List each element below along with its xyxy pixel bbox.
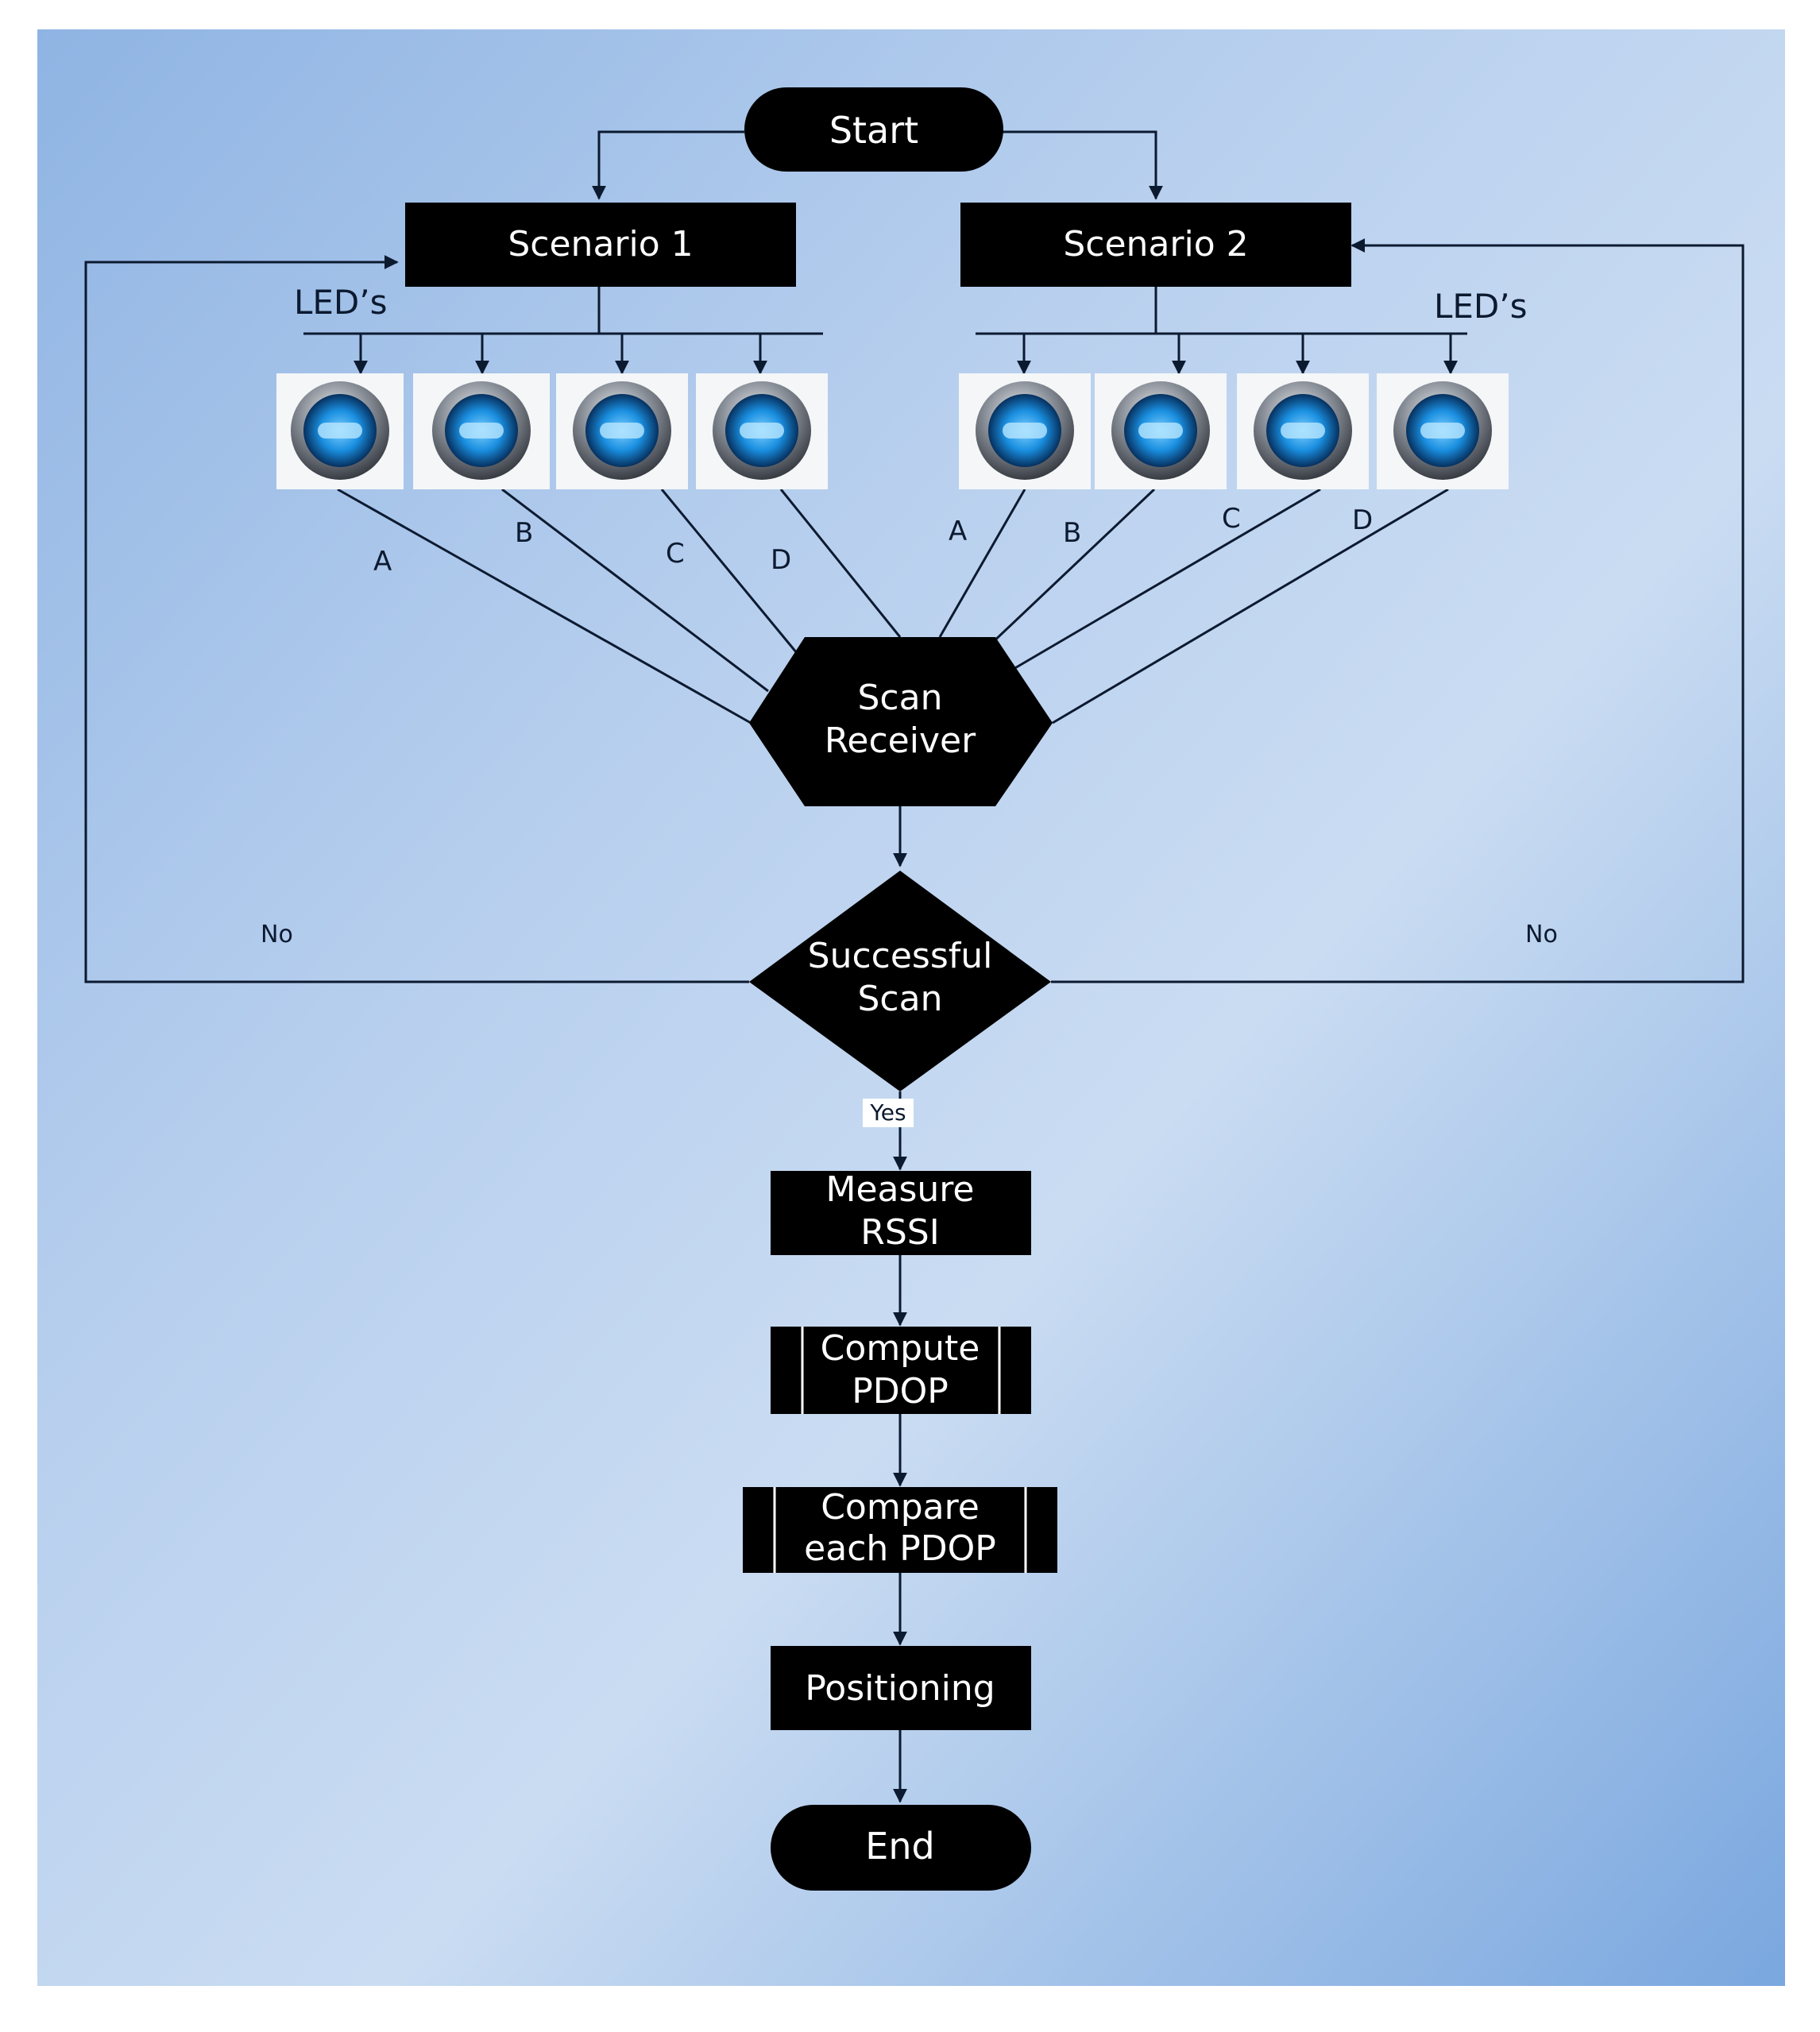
signal-label: A bbox=[373, 546, 392, 578]
signal-1c bbox=[660, 489, 798, 654]
signal-2a bbox=[938, 489, 1026, 638]
compute-pdop-line1: Compute bbox=[821, 1328, 980, 1369]
node-compute-pdop: Compute PDOP bbox=[771, 1327, 1031, 1414]
signal-1a bbox=[337, 488, 752, 724]
signal-2d bbox=[1052, 488, 1449, 724]
edge-no-left bbox=[84, 255, 749, 983]
positioning-label: Positioning bbox=[805, 1668, 995, 1709]
led-icon bbox=[696, 373, 828, 489]
edge-no-right bbox=[1051, 238, 1745, 983]
scenario2-label: Scenario 2 bbox=[1063, 224, 1248, 265]
signal-label: C bbox=[666, 538, 685, 570]
signal-label: D bbox=[1352, 504, 1373, 536]
node-scenario1: Scenario 1 bbox=[405, 203, 796, 287]
yes-label: Yes bbox=[869, 1099, 906, 1126]
signal-1b bbox=[501, 488, 769, 693]
measure-rssi-line1: Measure bbox=[826, 1169, 975, 1210]
scan-receiver-line2: Receiver bbox=[825, 720, 976, 761]
no-label-left: No bbox=[261, 921, 293, 948]
signal-label: B bbox=[1063, 517, 1081, 549]
yes-label-bg bbox=[863, 1099, 914, 1127]
led-icon bbox=[959, 373, 1091, 489]
node-start: Start bbox=[744, 87, 1003, 172]
connectors bbox=[84, 130, 1745, 1803]
compare-pdop-line1: Compare bbox=[821, 1487, 980, 1528]
edge-start-scenario1 bbox=[592, 130, 744, 200]
end-label: End bbox=[865, 1825, 934, 1868]
led-icon bbox=[1095, 373, 1227, 489]
node-compare-pdop: Compare each PDOP bbox=[743, 1487, 1057, 1573]
successful-scan-line1: Successful bbox=[808, 936, 993, 976]
node-end: End bbox=[771, 1805, 1031, 1891]
led-icon bbox=[1237, 373, 1369, 489]
compute-pdop-line2: PDOP bbox=[852, 1371, 949, 1412]
led-icon bbox=[556, 373, 688, 489]
successful-scan-line2: Scan bbox=[858, 979, 943, 1019]
signal-label: D bbox=[771, 544, 791, 576]
node-measure-rssi: Measure RSSI bbox=[771, 1169, 1031, 1255]
signal-1d bbox=[779, 489, 902, 638]
scenario1-label: Scenario 1 bbox=[508, 224, 693, 265]
node-scan-receiver: Scan Receiver bbox=[749, 637, 1053, 806]
node-positioning: Positioning bbox=[771, 1646, 1031, 1730]
signal-label: A bbox=[949, 516, 967, 547]
signal-2c bbox=[1013, 488, 1321, 670]
node-scenario2: Scenario 2 bbox=[960, 203, 1351, 287]
compare-pdop-line2: each PDOP bbox=[804, 1528, 996, 1569]
led-group-scenario2 bbox=[959, 373, 1509, 489]
leds-label-right: LED’s bbox=[1434, 287, 1528, 326]
signal-2b bbox=[988, 488, 1156, 647]
signal-labels-scenario1: A B C D bbox=[373, 517, 791, 578]
node-successful-scan: Successful Scan bbox=[749, 871, 1051, 1091]
leds-label-left: LED’s bbox=[294, 283, 388, 322]
signal-labels-scenario2: A B C D bbox=[949, 503, 1373, 549]
led-icon bbox=[413, 373, 550, 489]
led-group-scenario1 bbox=[276, 373, 828, 489]
led-icon bbox=[276, 373, 404, 489]
led-icon bbox=[1377, 373, 1509, 489]
edge-start-scenario2 bbox=[1003, 130, 1163, 200]
no-label-right: No bbox=[1525, 921, 1558, 948]
signal-label: C bbox=[1222, 503, 1241, 535]
measure-rssi-line2: RSSI bbox=[860, 1212, 939, 1253]
scan-receiver-line1: Scan bbox=[858, 678, 943, 718]
signal-label: B bbox=[515, 517, 533, 549]
start-label: Start bbox=[829, 109, 918, 152]
